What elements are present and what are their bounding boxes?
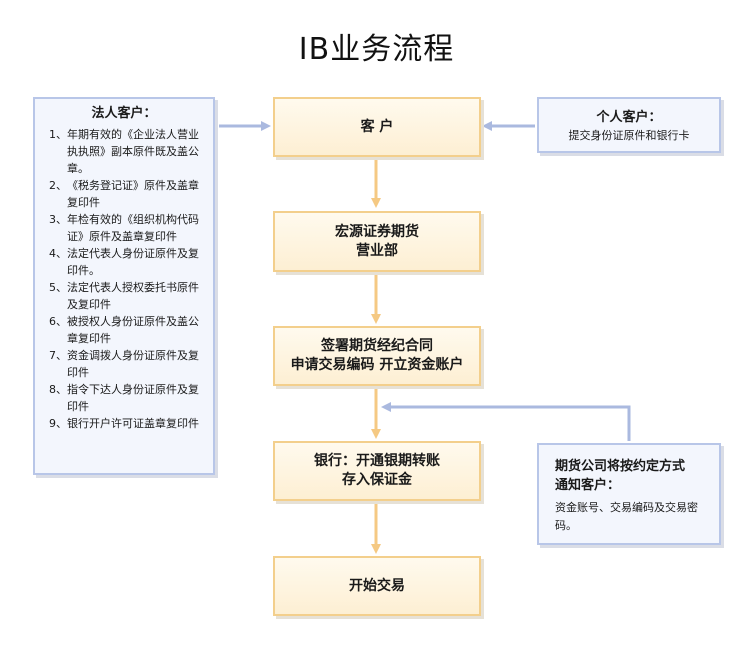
list-item-number: 6、 [49, 315, 67, 328]
list-item: 5、法定代表人授权委托书原件及复印件 [43, 279, 205, 313]
personal-customer-text: 提交身份证原件和银行卡 [568, 129, 690, 142]
list-item-text: 法定代表人身份证原件及复印件。 [67, 247, 199, 277]
list-item: 4、法定代表人身份证原件及复印件。 [43, 245, 205, 279]
list-item-number: 3、 [49, 213, 67, 226]
bank-label-line2: 存入保证金 [342, 472, 412, 488]
branch-box: 宏源证券期货 营业部 [273, 211, 481, 272]
bank-label-line1: 银行：开通银期转账 [314, 453, 440, 469]
arrow-notice-to-flow [381, 402, 631, 441]
list-item-number: 1、 [49, 128, 67, 141]
legal-requirements-list: 1、年期有效的《企业法人营业执执照》副本原件既及盖公章。2、《税务登记证》原件及… [43, 126, 205, 432]
list-item: 7、资金调拨人身份证原件及复印件 [43, 347, 205, 381]
list-item-text: 银行开户许可证盖章复印件 [67, 417, 199, 430]
list-item-number: 7、 [49, 349, 67, 362]
notify-heading-line1: 期货公司将按约定方式 [555, 459, 686, 474]
branch-label-line1: 宏源证券期货 [335, 223, 419, 240]
list-item: 3、年检有效的《组织机构代码证》原件及盖章复印件 [43, 211, 205, 245]
personal-customer-box: 个人客户： 提交身份证原件和银行卡 [537, 97, 721, 153]
list-item: 9、银行开户许可证盖章复印件 [43, 415, 205, 432]
list-item: 6、被授权人身份证原件及盖公章复印件 [43, 313, 205, 347]
start-trading-box: 开始交易 [273, 556, 481, 616]
list-item-text: 年检有效的《组织机构代码证》原件及盖章复印件 [67, 213, 199, 243]
notify-heading: 期货公司将按约定方式 通知客户： [555, 457, 709, 495]
list-item-text: 法定代表人授权委托书原件及复印件 [67, 281, 199, 311]
branch-label-line2: 营业部 [356, 242, 398, 259]
list-item-text: 年期有效的《企业法人营业执执照》副本原件既及盖公章。 [67, 128, 199, 175]
list-item-number: 5、 [49, 281, 67, 294]
contract-label-line2: 申请交易编码 开立资金账户 [290, 357, 464, 373]
list-item: 2、《税务登记证》原件及盖章复印件 [43, 177, 205, 211]
list-item-number: 2、 [49, 179, 67, 192]
list-item-text: 被授权人身份证原件及盖公章复印件 [67, 315, 199, 345]
list-item-text: 指令下达人身份证原件及复印件 [67, 383, 199, 413]
list-item-number: 9、 [49, 417, 67, 430]
customer-box: 客 户 [273, 97, 481, 157]
contract-box: 签署期货经纪合同 申请交易编码 开立资金账户 [273, 326, 481, 386]
list-item-text: 资金调拨人身份证原件及复印件 [67, 349, 199, 379]
list-item-number: 8、 [49, 383, 67, 396]
list-item-text: 《税务登记证》原件及盖章复印件 [67, 179, 199, 209]
personal-customer-heading: 个人客户： [596, 110, 662, 125]
notify-customer-box: 期货公司将按约定方式 通知客户： 资金账号、交易编码及交易密码。 [537, 443, 721, 545]
legal-customer-box: 法人客户： 1、年期有效的《企业法人营业执执照》副本原件既及盖公章。2、《税务登… [33, 97, 215, 475]
page-title: IB业务流程 [298, 32, 455, 67]
legal-customer-heading: 法人客户： [91, 106, 157, 121]
bank-box: 银行：开通银期转账 存入保证金 [273, 441, 481, 501]
start-trading-label: 开始交易 [349, 577, 405, 594]
list-item-number: 4、 [49, 247, 67, 260]
list-item: 1、年期有效的《企业法人营业执执照》副本原件既及盖公章。 [43, 126, 205, 177]
customer-label: 客 户 [360, 118, 394, 135]
list-item: 8、指令下达人身份证原件及复印件 [43, 381, 205, 415]
contract-label-line1: 签署期货经纪合同 [321, 338, 433, 354]
notify-body: 资金账号、交易编码及交易密码。 [555, 501, 698, 532]
notify-heading-line2: 通知客户： [555, 478, 621, 493]
